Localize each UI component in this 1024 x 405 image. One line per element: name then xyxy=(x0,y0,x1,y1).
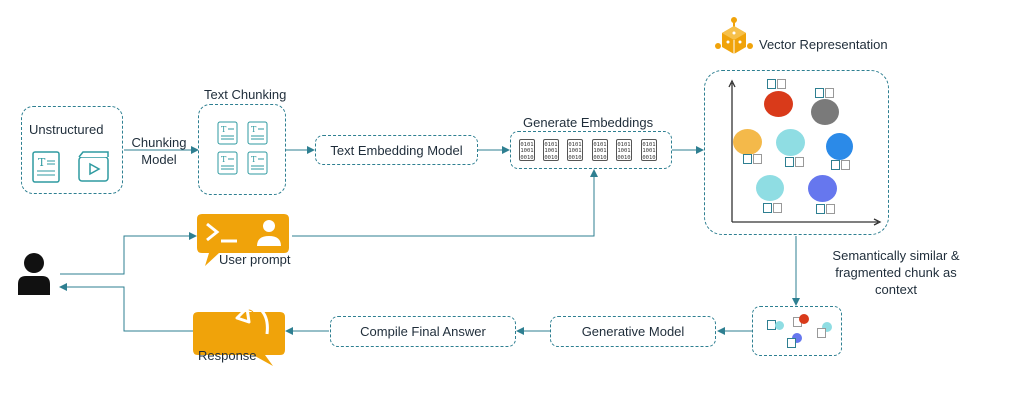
arrow-prompt-to-embeddings xyxy=(292,169,598,237)
vector-cube-icon xyxy=(715,17,753,54)
chunk-marker-icon xyxy=(767,79,776,89)
embedding-point-purple xyxy=(808,175,837,202)
svg-text:T: T xyxy=(251,155,257,164)
text-document-icon: T xyxy=(32,151,60,183)
generative-model-label: Generative Model xyxy=(581,324,685,339)
compile-final-answer-box: Compile Final Answer xyxy=(330,316,516,347)
chunking-model-label: Chunking Model xyxy=(128,134,190,168)
vector-representation-box xyxy=(704,70,889,235)
video-clip-icon xyxy=(78,151,109,182)
user-prompt-label: User prompt xyxy=(219,252,291,267)
chunk-marker-icon xyxy=(773,203,782,213)
response-label: Response xyxy=(198,348,257,363)
semantic-context-line-1: Semantically similar & xyxy=(832,248,960,263)
chunk-marker-icon xyxy=(816,204,825,214)
context-point-purple xyxy=(792,333,802,343)
embedding-point-blue xyxy=(826,133,853,160)
chunking-model-line-1: Chunking xyxy=(131,135,187,150)
chunking-model-line-2: Model xyxy=(141,152,177,167)
compile-final-answer-label: Compile Final Answer xyxy=(360,324,486,339)
embedding-point-gray xyxy=(811,99,839,125)
semantic-context-line-3: context xyxy=(875,282,917,297)
chunk-marker-icon xyxy=(815,88,824,98)
text-embedding-model-label: Text Embedding Model xyxy=(330,143,463,158)
embedding-point-cyan xyxy=(756,175,784,201)
context-point-cyan xyxy=(822,322,832,332)
scatter-axes xyxy=(728,79,882,226)
text-chunking-title: Text Chunking xyxy=(204,87,287,102)
semantic-context-label: Semantically similar & fragmented chunk … xyxy=(815,247,977,298)
chunk-document-icon: T xyxy=(217,151,238,175)
chunk-document-icon: T xyxy=(217,121,238,145)
chunk-marker-icon xyxy=(753,154,762,164)
chunk-document-icon: T xyxy=(247,121,268,145)
text-chunking-box: T T T T xyxy=(198,104,286,195)
user-prompt-bubble-icon xyxy=(197,214,289,266)
unstructured-label: Unstructured xyxy=(29,122,104,137)
chunk-marker-icon xyxy=(777,79,786,89)
chunk-marker-icon xyxy=(831,160,840,170)
chunk-marker-icon xyxy=(841,160,850,170)
chunk-marker-icon xyxy=(795,157,804,167)
svg-text:T: T xyxy=(251,125,257,134)
arrow-user-to-prompt xyxy=(60,232,197,275)
semantic-context-line-2: fragmented chunk as xyxy=(835,265,957,280)
arrow-response-to-user xyxy=(59,283,194,332)
embedding-point-orange xyxy=(733,129,762,155)
vector-representation-title: Vector Representation xyxy=(759,37,888,52)
chunk-document-icon: T xyxy=(247,151,268,175)
svg-text:T: T xyxy=(221,155,227,164)
chunk-marker-icon xyxy=(743,154,752,164)
embedding-point-cyan xyxy=(776,129,805,156)
svg-text:T: T xyxy=(221,125,227,134)
context-point-cyan xyxy=(775,321,784,330)
chunk-marker-icon xyxy=(826,204,835,214)
unstructured-box: Unstructured T xyxy=(21,106,123,194)
svg-text:T: T xyxy=(38,156,46,169)
generate-embeddings-title: Generate Embeddings xyxy=(523,115,654,130)
chunk-marker-icon xyxy=(763,203,772,213)
text-embedding-model-box: Text Embedding Model xyxy=(315,135,478,165)
chunk-marker-icon xyxy=(787,338,796,348)
generative-model-box: Generative Model xyxy=(550,316,716,347)
chunk-marker-icon xyxy=(825,88,834,98)
chunk-marker-icon xyxy=(785,157,794,167)
context-chunks-box xyxy=(752,306,842,356)
response-bubble-icon xyxy=(193,305,285,366)
user-person-icon xyxy=(18,253,50,295)
context-point-red xyxy=(799,314,809,324)
chunk-marker-icon xyxy=(817,328,826,338)
embedding-point-red xyxy=(764,91,793,117)
